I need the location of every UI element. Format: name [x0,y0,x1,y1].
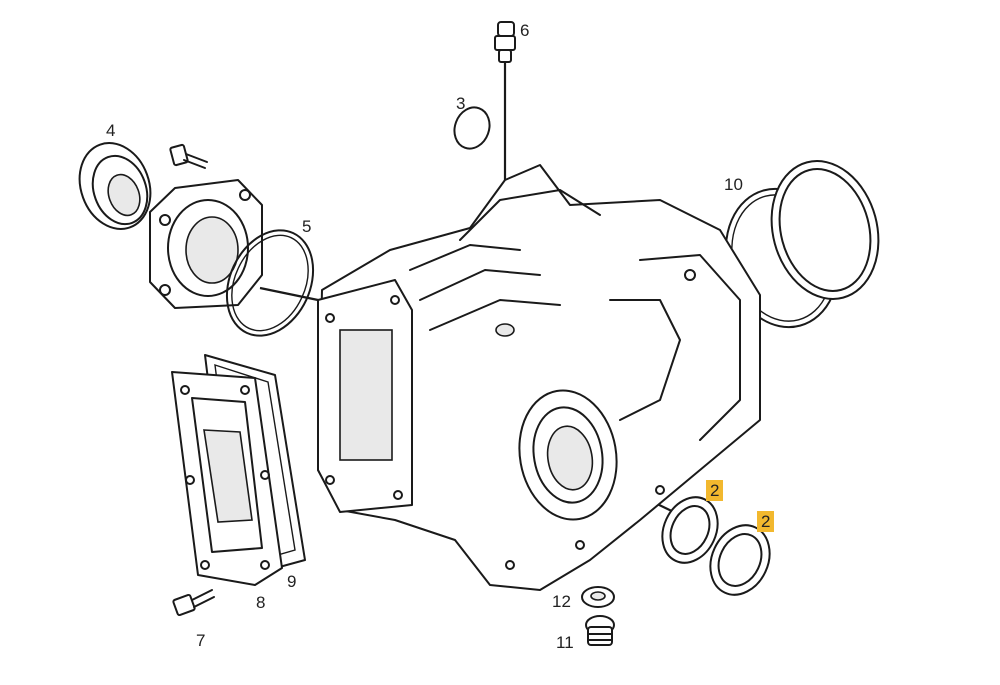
part-11-plug [585,615,615,646]
callout-label: 8 [256,593,266,612]
main-housing [317,164,761,591]
callout-label: 12 [552,592,571,611]
callout-label: 10 [724,175,743,194]
callout-label: 11 [556,633,574,652]
part-5-o-ring [225,229,315,337]
callout-label: 7 [196,631,206,650]
part-4-seal [78,142,152,230]
left-axis-line [259,286,319,302]
part-2-seal-a [661,496,719,564]
callout-label-highlighted: 2 [757,511,775,532]
flange-bolt [169,143,208,169]
part-8-cover-plate [171,371,283,586]
part-7-bolt [172,589,215,617]
part-2-seal-b [709,524,771,596]
callout-label: 3 [456,94,466,113]
callout-label: 4 [106,121,116,140]
callout-label: 6 [520,21,530,40]
callout-label: 9 [287,572,297,591]
flange-housing [149,179,263,309]
callout-label: 5 [302,217,312,236]
part-12-nut [581,586,615,608]
part-6-breather [494,21,516,63]
part-3-o-ring [453,106,491,150]
callout-label-highlighted: 2 [706,480,724,501]
